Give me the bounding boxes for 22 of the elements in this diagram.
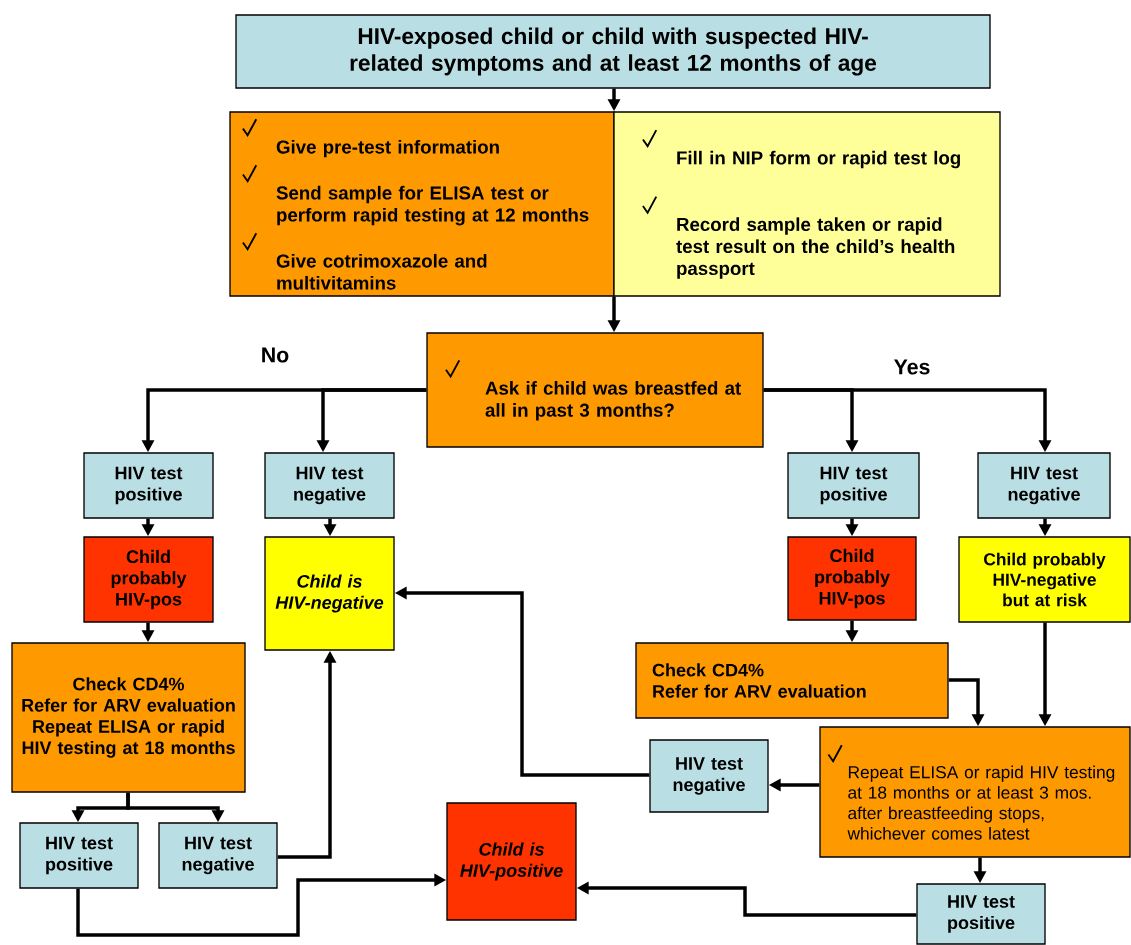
decision-box: Ask if child was breastfed at all in past 3 months? xyxy=(426,332,764,448)
result-box: HIV test negative xyxy=(264,452,395,519)
outcome-box: Child probably HIV-pos xyxy=(83,536,214,623)
action-box: Check CD4% Refer for ARV evaluation Repeat ELISA or rapid HIV testing at 18 months xyxy=(11,642,246,793)
outcome-box: Child probably HIV-pos xyxy=(787,536,917,621)
action-box: Repeat ELISA or rapid HIV testing at 18 months or at least 3 mos. after breastfeeding stops, whichever comes latest xyxy=(819,726,1131,858)
action-box: Check CD4% Refer for ARV evaluation xyxy=(635,642,949,719)
result-box: HIV test negative xyxy=(977,452,1111,519)
result-box: HIV test positive xyxy=(916,883,1046,945)
result-box: HIV test positive xyxy=(83,452,214,519)
action-box: Give pre-test information Send sample for ELISA test or perform rapid testing at 12 months Give cotrimoxazole and multivitamins xyxy=(229,111,615,297)
result-box: HIV test negative xyxy=(649,739,769,813)
record-box: Fill in NIP form or rapid test log Record sample taken or rapid test result on the child’s health passport xyxy=(613,111,1001,297)
result-box: HIV test positive xyxy=(787,452,920,519)
result-box: HIV test positive xyxy=(19,822,139,889)
branch-label: Yes xyxy=(893,359,930,375)
outcome-box: Child is HIV-negative xyxy=(264,536,395,651)
result-box: HIV test negative xyxy=(158,822,278,889)
branch-label: No xyxy=(262,347,289,363)
outcome-box: Child probably HIV-negative but at risk xyxy=(958,536,1131,623)
start-box: HIV-exposed child or child with suspected HIV-related symptoms and at least 12 months of age xyxy=(235,14,991,89)
outcome-box: Child is HIV-positive xyxy=(446,802,577,921)
